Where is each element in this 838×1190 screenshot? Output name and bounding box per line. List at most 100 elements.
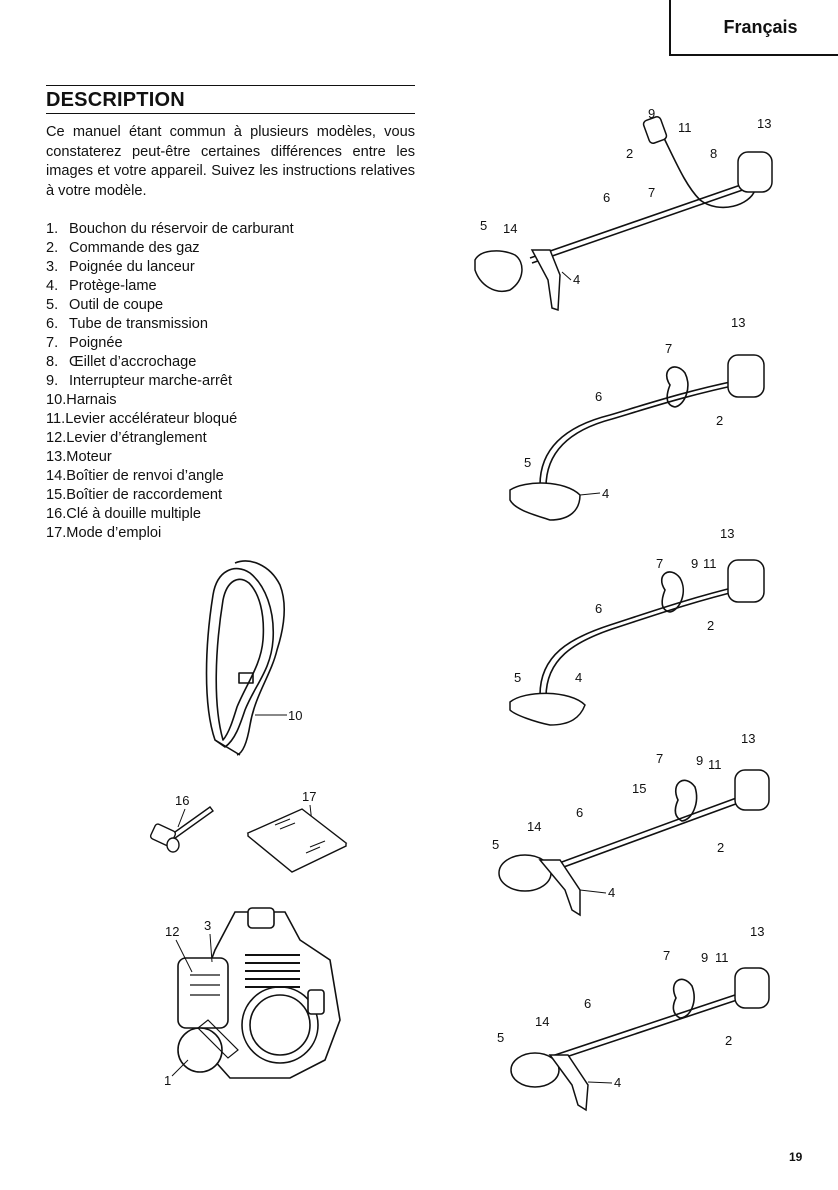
parts-list: 1. Bouchon du réservoir de carburant 2. Co… bbox=[46, 220, 294, 543]
part-number: 11. bbox=[46, 411, 66, 427]
part-number: 17. bbox=[46, 525, 67, 541]
part-number: 4. bbox=[46, 278, 59, 294]
part-label: Interrupteur marche-arrêt bbox=[69, 373, 233, 389]
intro-paragraph: Ce manuel étant commun à plusieurs modèl… bbox=[46, 124, 415, 199]
parts-list-item: 2. Commande des gaz bbox=[46, 239, 294, 258]
callout-14: 14 bbox=[535, 1014, 549, 1029]
part-label: Outil de coupe bbox=[69, 297, 164, 313]
part-number: 5. bbox=[46, 297, 59, 313]
part-label: Clé à douille multiple bbox=[66, 506, 201, 522]
callout-11: 11 bbox=[708, 757, 722, 772]
callout-13: 13 bbox=[720, 526, 734, 541]
part-label: Poignée bbox=[69, 335, 123, 351]
callout-5: 5 bbox=[524, 455, 531, 470]
callout-14: 14 bbox=[527, 819, 541, 834]
callout-9: 9 bbox=[648, 106, 655, 121]
part-number: 1. bbox=[46, 221, 59, 237]
callout-6: 6 bbox=[576, 805, 583, 820]
manual-illustration: 17 bbox=[246, 789, 348, 873]
part-label: Mode d’emploi bbox=[66, 525, 162, 541]
part-number: 16. bbox=[46, 506, 67, 522]
language-tab: Français bbox=[669, 0, 838, 56]
callout-17: 17 bbox=[302, 789, 316, 804]
callout-2: 2 bbox=[717, 840, 724, 855]
trimmer-model-e-illustration: 13 7 9 11 6 14 5 2 4 bbox=[497, 924, 770, 1112]
part-number: 9. bbox=[46, 373, 59, 389]
parts-list-item: 5. Outil de coupe bbox=[46, 296, 294, 315]
part-number: 10. bbox=[46, 392, 67, 408]
part-label: Poignée du lanceur bbox=[69, 259, 195, 275]
trimmer-model-a-illustration: 9 11 2 8 13 7 6 5 14 4 bbox=[474, 106, 773, 312]
parts-list-item: 1. Bouchon du réservoir de carburant bbox=[46, 220, 294, 239]
callout-2: 2 bbox=[716, 413, 723, 428]
section-heading: DESCRIPTION bbox=[46, 89, 185, 111]
callout-9: 9 bbox=[701, 950, 708, 965]
heading-rule-top bbox=[46, 85, 415, 86]
part-label: Œillet d’accrochage bbox=[69, 354, 197, 370]
part-number: 7. bbox=[46, 335, 59, 351]
part-label: Levier accélérateur bloqué bbox=[65, 411, 238, 427]
parts-list-item: 17.Mode d’emploi bbox=[46, 524, 294, 543]
callout-15: 15 bbox=[632, 781, 646, 796]
part-number: 8. bbox=[46, 354, 59, 370]
parts-list-item: 11.Levier accélérateur bloqué bbox=[46, 410, 294, 429]
part-number: 2. bbox=[46, 240, 59, 256]
callout-2: 2 bbox=[626, 146, 633, 161]
callout-4: 4 bbox=[602, 486, 609, 501]
callout-8: 8 bbox=[710, 146, 717, 161]
part-label: Protège-lame bbox=[69, 278, 157, 294]
part-label: Tube de transmission bbox=[69, 316, 208, 332]
callout-9: 9 bbox=[696, 753, 703, 768]
part-label: Commande des gaz bbox=[69, 240, 200, 256]
parts-list-item: 8. Œillet d’accrochage bbox=[46, 353, 294, 372]
trimmer-model-d-illustration: 13 7 9 11 15 6 14 5 2 4 bbox=[492, 731, 770, 917]
harness-illustration: 10 bbox=[205, 560, 302, 756]
page-number: 19 bbox=[789, 1150, 803, 1164]
parts-list-item: 4. Protège-lame bbox=[46, 277, 294, 296]
callout-5: 5 bbox=[492, 837, 499, 852]
callout-13: 13 bbox=[731, 315, 745, 330]
callout-5: 5 bbox=[480, 218, 487, 233]
callout-13: 13 bbox=[741, 731, 755, 746]
callout-4: 4 bbox=[575, 670, 582, 685]
heading-rule-bottom bbox=[46, 113, 415, 114]
callout-13: 13 bbox=[757, 116, 771, 131]
parts-list-item: 13.Moteur bbox=[46, 448, 294, 467]
part-label: Moteur bbox=[66, 449, 112, 465]
callout-5: 5 bbox=[514, 670, 521, 685]
trimmer-model-c-illustration: 13 7 9 11 6 2 5 4 bbox=[509, 526, 765, 726]
part-label: Levier d’étranglement bbox=[66, 430, 207, 446]
parts-list-item: 9. Interrupteur marche-arrêt bbox=[46, 372, 294, 391]
callout-7: 7 bbox=[656, 556, 663, 571]
callout-7: 7 bbox=[663, 948, 670, 963]
callout-7: 7 bbox=[665, 341, 672, 356]
callout-14: 14 bbox=[503, 221, 517, 236]
trimmer-model-b-illustration: 13 7 6 2 5 4 bbox=[509, 315, 765, 521]
part-label: Boîtier de renvoi d’angle bbox=[66, 468, 224, 484]
callout-2: 2 bbox=[725, 1033, 732, 1048]
part-number: 14. bbox=[46, 468, 67, 484]
parts-list-item: 6.Tube de transmission bbox=[46, 315, 294, 334]
parts-list-item: 16.Clé à douille multiple bbox=[46, 505, 294, 524]
part-number: 13. bbox=[46, 449, 67, 465]
callout-4: 4 bbox=[614, 1075, 621, 1090]
engine-illustration: 12 3 1 bbox=[164, 907, 341, 1088]
callout-6: 6 bbox=[584, 996, 591, 1011]
callout-5: 5 bbox=[497, 1030, 504, 1045]
callout-6: 6 bbox=[603, 190, 610, 205]
callout-11: 11 bbox=[703, 556, 717, 571]
parts-list-item: 3. Poignée du lanceur bbox=[46, 258, 294, 277]
part-label: Bouchon du réservoir de carburant bbox=[69, 221, 294, 237]
callout-12: 12 bbox=[165, 924, 179, 939]
parts-list-item: 15.Boîtier de raccordement bbox=[46, 486, 294, 505]
socket-wrench-illustration: 16 bbox=[149, 793, 214, 853]
callout-7: 7 bbox=[648, 185, 655, 200]
parts-list-item: 12.Levier d’étranglement bbox=[46, 429, 294, 448]
part-number: 3. bbox=[46, 259, 59, 275]
callout-6: 6 bbox=[595, 601, 602, 616]
parts-list-item: 10.Harnais bbox=[46, 391, 294, 410]
part-label: Boîtier de raccordement bbox=[66, 487, 223, 503]
parts-list-item: 7. Poignée bbox=[46, 334, 294, 353]
parts-list-item: 14.Boîtier de renvoi d’angle bbox=[46, 467, 294, 486]
callout-4: 4 bbox=[573, 272, 580, 287]
